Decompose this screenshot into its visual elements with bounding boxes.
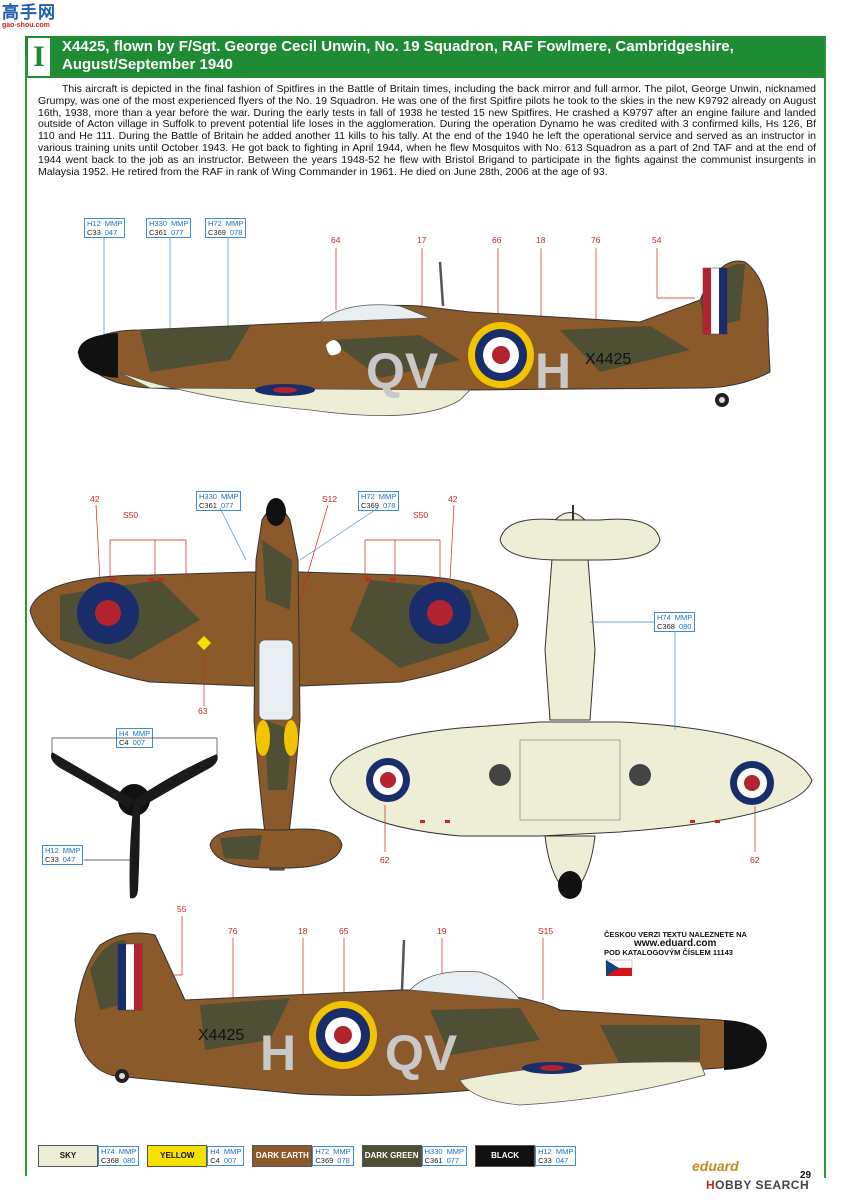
czech-flag <box>605 959 633 976</box>
profile-title: X4425, flown by F/Sgt. George Cecil Unwi… <box>62 38 734 73</box>
callout-17: 17 <box>417 235 427 245</box>
code-letter-right-top: H <box>535 343 571 399</box>
header-band <box>25 36 826 78</box>
callout-s50-right: S50 <box>413 510 429 520</box>
callout-18-bottom: 18 <box>298 926 308 936</box>
eduard-brand: eduard <box>692 1158 739 1174</box>
profile-number: I <box>28 38 50 76</box>
callout-s50-left: S50 <box>123 510 139 520</box>
czech-version-note: ČESKOU VERZI TEXTU NALEZNETE NA www.edua… <box>604 930 747 957</box>
callout-s15: S15 <box>538 926 554 936</box>
right-frame-line <box>824 38 826 1178</box>
callout-s12: S12 <box>322 494 338 504</box>
legend-swatch: SKY <box>38 1145 98 1167</box>
callout-65: 65 <box>339 926 349 936</box>
site-logo-url: gao-shou.com <box>2 22 50 29</box>
serial-bottom: X4425 <box>198 1027 244 1044</box>
serial-top: X4425 <box>585 351 631 368</box>
legend-swatch: DARK EARTH <box>252 1145 313 1167</box>
left-frame-line <box>25 56 27 1176</box>
callout-63: 63 <box>198 706 208 716</box>
callout-66: 66 <box>492 235 502 245</box>
callout-76: 76 <box>591 235 601 245</box>
callout-18: 18 <box>536 235 546 245</box>
czech-note-line3: POD KATALOGOVÝM ČÍSLEM 11143 <box>604 948 733 957</box>
callout-64: 64 <box>331 235 341 245</box>
callout-42-right: 42 <box>448 494 458 504</box>
eduard-website[interactable]: www.eduard.com <box>634 938 717 949</box>
code-letter-left-bottom: H <box>260 1025 296 1081</box>
plan-view-underside <box>329 505 813 899</box>
callout-62-right: 62 <box>750 855 760 865</box>
code-letters-left-top: QV <box>366 343 439 399</box>
legend-swatch: DARK GREEN <box>361 1145 422 1167</box>
callout-55: 55 <box>177 904 187 914</box>
site-watermark-logo: 高手网 gao-shou.com <box>2 4 56 40</box>
czech-note-line1: ČESKOU VERZI TEXTU NALEZNETE NA <box>604 930 747 939</box>
side-view-port: QV H X4425 <box>77 260 771 417</box>
side-view-starboard: H QV X4425 <box>74 916 767 1106</box>
callout-62-left: 62 <box>380 855 390 865</box>
legend-swatch: YELLOW <box>147 1145 208 1167</box>
callout-42-left: 42 <box>90 494 100 504</box>
legend-swatch: BLACK <box>475 1145 536 1167</box>
plan-view-upper <box>29 498 519 871</box>
callout-54: 54 <box>652 235 662 245</box>
propeller-view <box>51 737 218 899</box>
code-letters-right-bottom: QV <box>385 1025 458 1081</box>
pilot-biography: This aircraft is depicted in the final f… <box>38 83 816 178</box>
site-logo-text: 高手网 <box>2 3 56 23</box>
hobbysearch-watermark: HOBBY SEARCH <box>706 1178 810 1192</box>
callout-76-bottom: 76 <box>228 926 238 936</box>
page-number: 29 <box>800 1170 812 1181</box>
callout-19: 19 <box>437 926 447 936</box>
leader-lines-top <box>103 238 229 335</box>
